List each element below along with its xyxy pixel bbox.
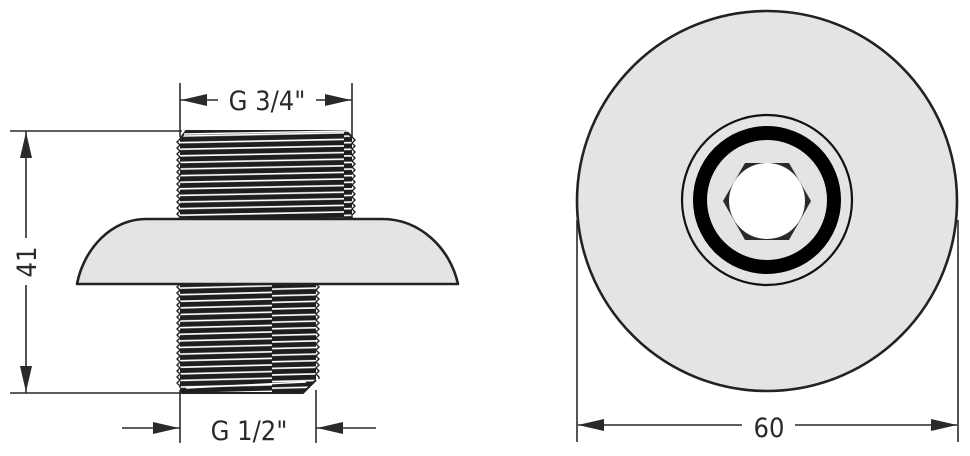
bore (729, 163, 805, 239)
side-view: G 3/4" G 1/2" 41 (10, 83, 460, 447)
thread-edge-right (351, 136, 356, 219)
dim-label-60: 60 (754, 413, 785, 444)
lower-thread (176, 283, 320, 394)
thread-edge-left (176, 283, 181, 388)
dim-label-41: 41 (12, 247, 43, 278)
front-view: 60 (575, 9, 959, 444)
thin-ring (680, 113, 854, 287)
dimension-top-thread: G 3/4" (179, 83, 353, 137)
dimension-diameter: 60 (576, 220, 959, 444)
flange (75, 217, 460, 286)
dimension-bottom-thread: G 1/2" (122, 390, 376, 447)
thread-edge-left (176, 138, 181, 219)
dimension-height: 41 (10, 130, 182, 394)
thick-ring (693, 126, 841, 274)
dim-label-g34: G 3/4" (229, 86, 306, 117)
thread-edge-right (315, 283, 320, 379)
upper-thread (176, 130, 356, 219)
dim-label-g12: G 1/2" (211, 416, 288, 447)
